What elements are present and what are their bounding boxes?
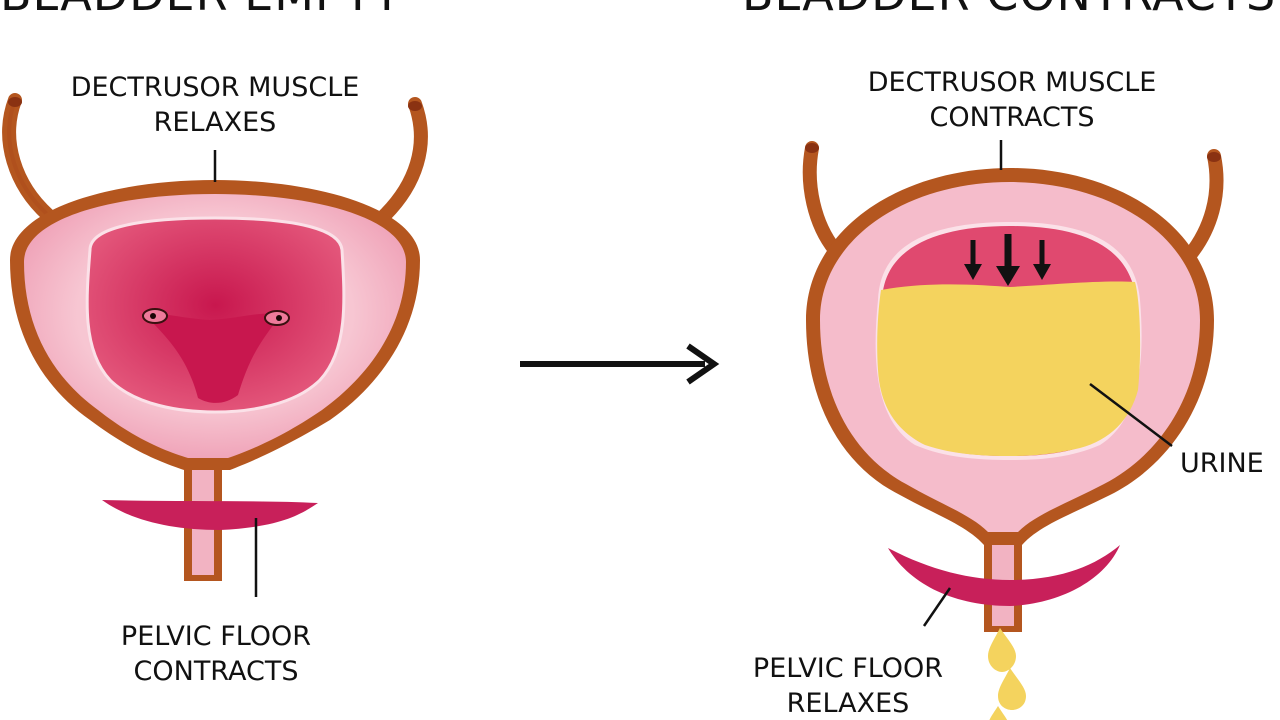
right-pelvic-floor: [888, 545, 1120, 606]
left-bladder-inner: [85, 216, 346, 414]
urine-fill: [877, 281, 1141, 456]
label-urine: URINE: [1180, 448, 1264, 479]
label-left-floor-line1: PELVIC FLOOR: [121, 621, 311, 652]
urine-drop-1: [988, 628, 1016, 672]
right-ureter-left-opening: [805, 143, 819, 153]
transition-arrow: [520, 343, 720, 385]
left-bladder: [2, 93, 428, 597]
heading-bladder-empty: BLADDER EMPTY: [0, 0, 402, 21]
label-left-muscle-line2: RELAXES: [154, 107, 277, 138]
label-right-floor-line1: PELVIC FLOOR: [753, 653, 943, 684]
right-floor-leader: [922, 587, 952, 627]
label-right-floor-line2: RELAXES: [787, 688, 910, 719]
contraction-arrows: [964, 234, 1051, 286]
right-ureter-left: [802, 141, 842, 257]
right-ureter-right-opening: [1207, 152, 1221, 162]
left-trigone: [148, 313, 280, 403]
left-ureter-right: [378, 97, 428, 222]
urine-drop-2: [998, 668, 1026, 710]
label-left-muscle-line1: DECTRUSOR MUSCLE: [71, 72, 360, 103]
label-right-muscle-line1: DECTRUSOR MUSCLE: [868, 67, 1157, 98]
heading-bladder-contracts: BLADDER CONTRACTS: [742, 0, 1276, 21]
label-right-muscle-line2: CONTRACTS: [930, 102, 1095, 133]
right-bladder: [802, 140, 1224, 720]
right-ureter-right: [1183, 149, 1224, 262]
urine-leader: [1089, 383, 1173, 447]
urine-drop-3: [989, 706, 1008, 720]
left-pelvic-floor: [102, 500, 318, 530]
left-ureter-left: [2, 93, 55, 222]
left-ureter-left-opening: [8, 97, 22, 107]
label-left-floor-line2: CONTRACTS: [134, 656, 299, 687]
left-ureter-right-opening: [408, 101, 422, 111]
